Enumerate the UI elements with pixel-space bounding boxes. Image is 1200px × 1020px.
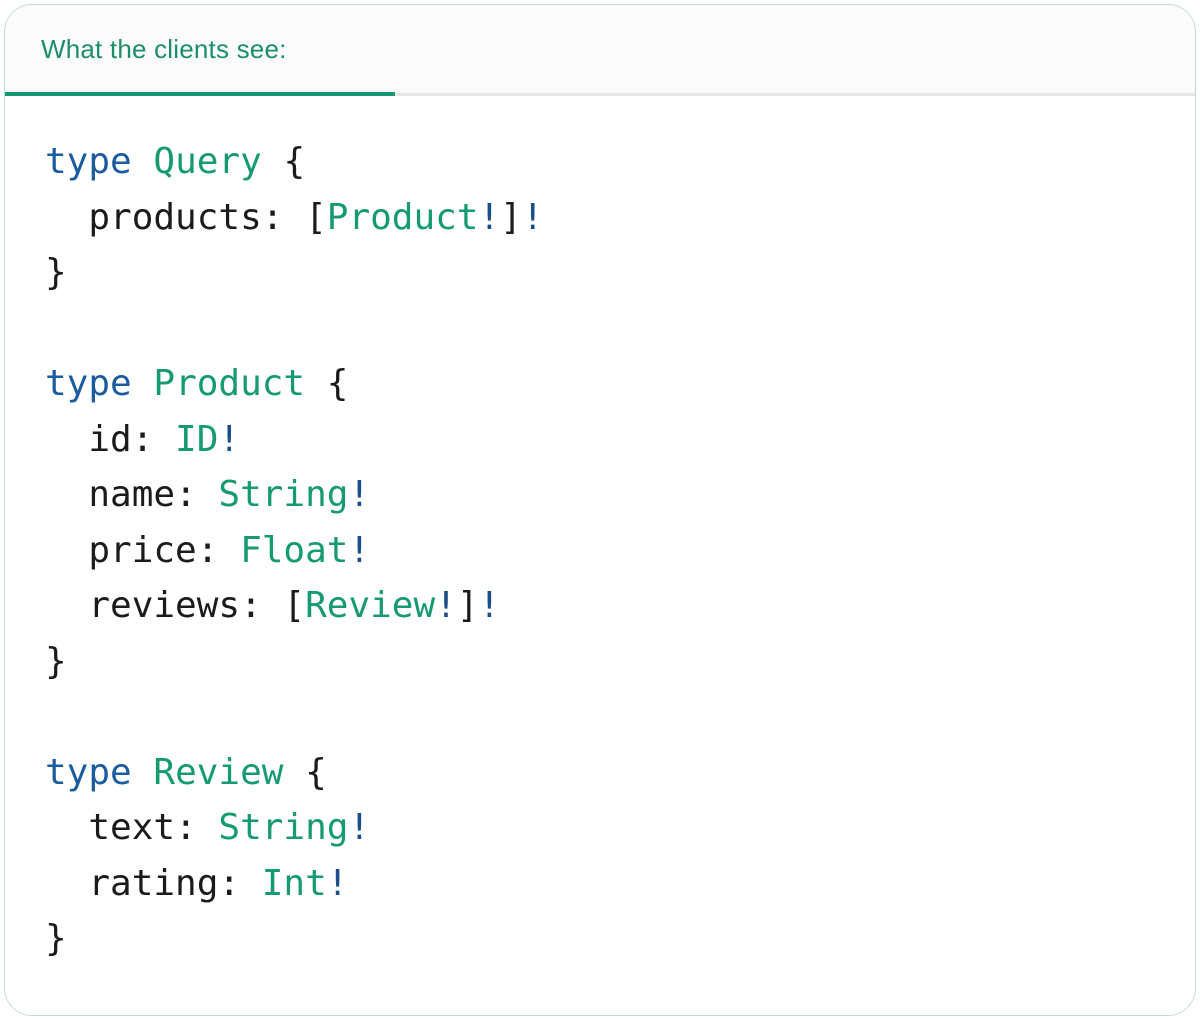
code-token-plain: text: [45, 807, 219, 848]
code-line: text: String! [45, 800, 1155, 856]
code-line: name: String! [45, 467, 1155, 523]
code-token-non-null-bang: ! [348, 474, 371, 515]
code-block: type Query { products: [Product!]!} type… [45, 134, 1155, 967]
code-token-non-null-bang: ! [435, 585, 457, 626]
active-tab-indicator [5, 92, 395, 96]
code-token-plain [132, 141, 154, 182]
code-token-typename: String [218, 807, 349, 848]
code-area: type Query { products: [Product!]!} type… [5, 96, 1195, 1007]
code-token-plain: rating: [45, 862, 262, 904]
code-token-plain [132, 752, 154, 793]
code-token-plain: price: [45, 529, 241, 571]
code-token-plain: ] [500, 196, 522, 238]
code-token-plain: } [45, 252, 67, 293]
code-token-typename: String [218, 474, 349, 515]
code-token-keyword: type [45, 363, 132, 404]
schema-panel: What the clients see: type Query { produ… [4, 4, 1196, 1016]
code-token-non-null-bang: ! [326, 862, 349, 904]
code-line: } [45, 911, 1155, 967]
code-token-plain: products: [ [45, 196, 327, 238]
code-token-plain: reviews: [ [45, 585, 306, 626]
code-token-typename: Int [261, 862, 327, 904]
code-token-plain: ] [456, 585, 479, 626]
code-line: rating: Int! [45, 856, 1155, 912]
code-line: type Product { [45, 356, 1155, 412]
code-token-plain: name: [45, 474, 219, 515]
code-line [45, 301, 1155, 357]
code-token-non-null-bang: ! [478, 196, 501, 238]
code-token-non-null-bang: ! [348, 529, 371, 571]
code-token-typename: Product [326, 196, 479, 238]
tab-label: What the clients see: [41, 33, 287, 64]
code-line: type Review { [45, 745, 1155, 801]
code-line: price: Float! [45, 523, 1155, 579]
code-token-non-null-bang: ! [218, 418, 241, 460]
code-token-non-null-bang: ! [478, 585, 501, 626]
code-token-typename: Review [153, 751, 284, 793]
code-line: products: [Product!]! [45, 190, 1155, 246]
code-token-typename: Review [305, 585, 436, 626]
code-token-plain: { [283, 751, 327, 793]
code-token-non-null-bang: ! [348, 807, 371, 848]
code-line: id: ID! [45, 412, 1155, 468]
code-token-plain: id: [45, 418, 176, 460]
code-token-typename: Query [153, 141, 262, 182]
code-line: } [45, 245, 1155, 301]
code-line [45, 689, 1155, 745]
code-token-plain: } [45, 918, 67, 959]
code-token-plain [132, 363, 154, 404]
code-line: type Query { [45, 134, 1155, 190]
code-token-keyword: type [45, 141, 132, 182]
tab-what-clients-see[interactable]: What the clients see: [5, 5, 287, 93]
code-token-plain: { [305, 363, 349, 404]
panel-header: What the clients see: [5, 5, 1195, 96]
code-token-non-null-bang: ! [521, 196, 544, 238]
code-token-typename: ID [175, 418, 219, 460]
code-token-typename: Float [240, 529, 349, 571]
code-token-plain: } [45, 640, 67, 682]
code-line: } [45, 634, 1155, 690]
code-line: reviews: [Review!]! [45, 578, 1155, 634]
code-token-typename: Product [153, 363, 306, 404]
code-token-plain: { [261, 141, 306, 182]
code-token-keyword: type [45, 751, 132, 793]
